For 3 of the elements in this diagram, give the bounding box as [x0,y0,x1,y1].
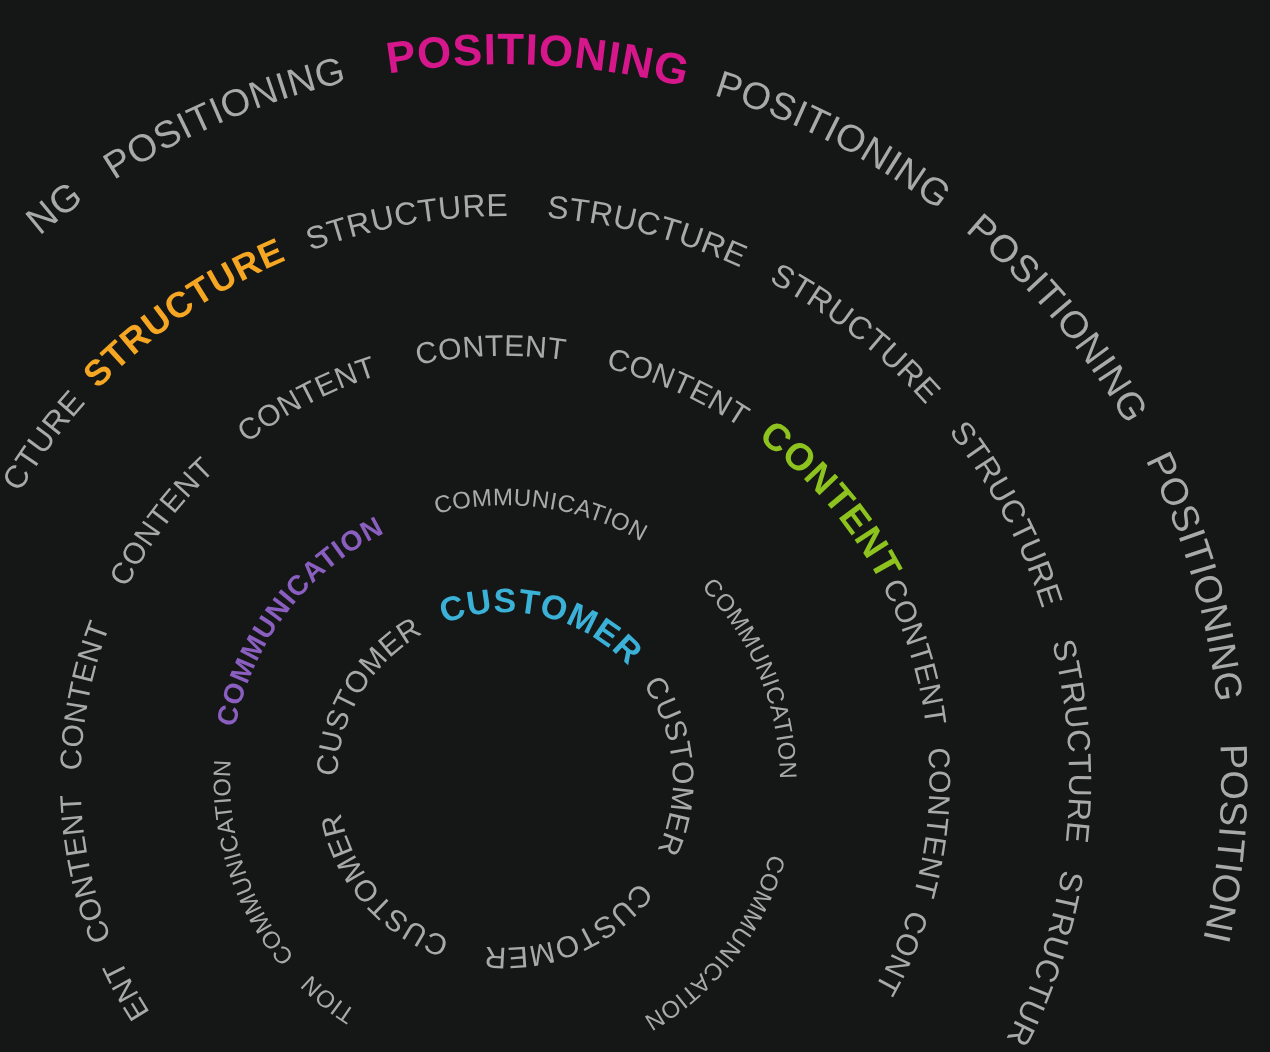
ring-word: NG [17,172,90,243]
highlighted-ring-word: POSITIONING [382,24,695,96]
ring-word: CONTENT [412,328,569,371]
